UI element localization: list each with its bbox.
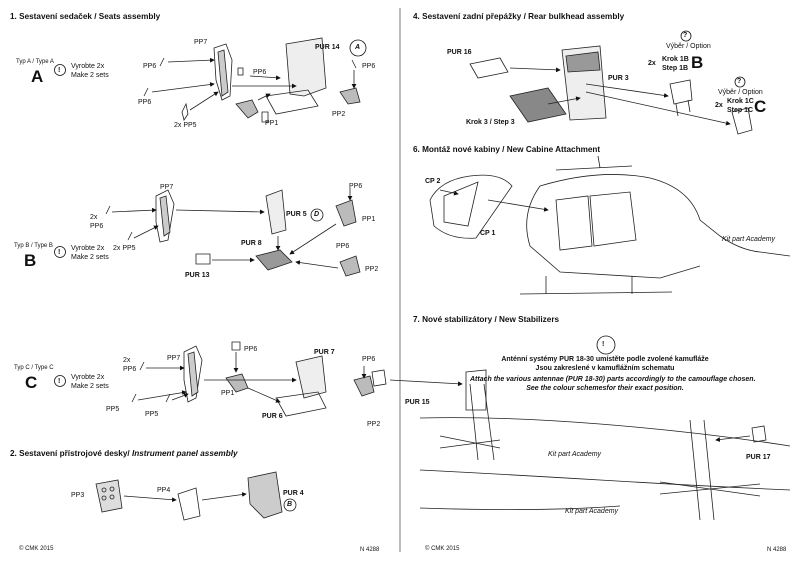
label-2x: 2x xyxy=(90,214,98,221)
seat-b-drawing xyxy=(105,188,361,277)
footer-copyright-right: © CMK 2015 xyxy=(425,546,460,552)
option-label-b: Výběr / Option xyxy=(666,43,711,50)
label-pp6: PP6 xyxy=(362,356,376,363)
label-pp6: PP6 xyxy=(336,243,350,250)
rear-bulkhead-drawing xyxy=(469,45,753,135)
footer-number-left: N 4288 xyxy=(360,547,380,553)
label-pp2: PP2 xyxy=(365,266,379,273)
label-pur3: PUR 3 xyxy=(608,75,629,82)
label-pp7: PP7 xyxy=(194,39,208,46)
label-pp6: PP6 xyxy=(349,183,363,190)
label-pur14: PUR 14 xyxy=(315,44,340,51)
label-pp2: PP2 xyxy=(332,111,346,118)
label-pp5: PP5 xyxy=(106,406,120,413)
footer-copyright-left: © CMK 2015 xyxy=(19,546,54,552)
kit-part-label: Kit part Academy xyxy=(565,508,619,515)
label-pur17: PUR 17 xyxy=(746,454,771,461)
label-pp6: PP6 xyxy=(138,99,152,106)
type-a-make-en: Make 2 sets xyxy=(71,72,109,79)
label-pp3: PP3 xyxy=(71,492,85,499)
label-pur16: PUR 16 xyxy=(447,49,472,56)
type-b-make-cz: Vyrobte 2x xyxy=(71,245,105,252)
antenna-note-cz-1: Anténní systémy PUR 18-30 umístěte podle… xyxy=(501,356,709,363)
label-pp6: PP6 xyxy=(90,223,104,230)
question-icon: ? xyxy=(737,78,742,85)
label-pp1: PP1 xyxy=(362,216,376,223)
label-pur5: PUR 5 xyxy=(286,211,307,218)
option-letter-c: C xyxy=(754,97,767,116)
type-c-make-en: Make 2 sets xyxy=(71,383,109,390)
label-pur4: PUR 4 xyxy=(283,490,304,497)
antenna-note-en-2: See the colour schemesfor their exact po… xyxy=(526,385,684,392)
antenna-note-en-1: Attach the various antennae (PUR 18-30) … xyxy=(470,376,756,383)
circle-d-icon: D xyxy=(314,211,320,218)
type-a-label: Typ A / Type A xyxy=(16,59,54,65)
label-pp6: PP6 xyxy=(143,63,157,70)
label-2x-pp5: 2x PP5 xyxy=(113,245,136,252)
label-pp7: PP7 xyxy=(167,355,181,362)
seat-c-drawing xyxy=(131,341,375,417)
footer-number-right: N 4288 xyxy=(767,547,787,553)
label-pp1: PP1 xyxy=(221,390,235,397)
label-step1b: Step 1B xyxy=(662,65,689,72)
label-pur6: PUR 6 xyxy=(262,413,283,420)
label-pp6: PP6 xyxy=(123,366,137,373)
exclamation-icon: ! xyxy=(602,341,605,348)
label-pp6: PP6 xyxy=(253,69,267,76)
label-pur8: PUR 8 xyxy=(241,240,262,247)
section-7-title: 7. Nové stabilizátory / New Stabilizers xyxy=(413,315,560,324)
type-b-make-en: Make 2 sets xyxy=(71,254,109,261)
label-krok1b: Krok 1B xyxy=(662,56,689,63)
label-pp2: PP2 xyxy=(367,421,381,428)
type-a-make-cz: Vyrobte 2x xyxy=(71,63,105,70)
label-pp4: PP4 xyxy=(157,487,171,494)
label-pp7: PP7 xyxy=(160,184,174,191)
label-2x-pp5: 2x PP5 xyxy=(174,122,197,129)
label-pur15: PUR 15 xyxy=(405,399,430,406)
label-cp1: CP 1 xyxy=(480,230,496,237)
label-pp6: PP6 xyxy=(362,63,376,70)
label-pp5: PP5 xyxy=(145,411,159,418)
seat-a-drawing xyxy=(143,37,361,123)
kit-part-label: Kit part Academy xyxy=(722,236,776,243)
type-c-label: Typ C / Type C xyxy=(14,365,54,371)
type-b-label: Typ B / Type B xyxy=(14,243,53,249)
label-2x-b: 2x xyxy=(648,60,656,67)
label-2x-c: 2x xyxy=(715,102,723,109)
section-2-title-cz: 2. Sestavení přístrojové desky/ xyxy=(10,449,130,458)
label-pur13: PUR 13 xyxy=(185,272,210,279)
circle-a-icon: A xyxy=(355,44,361,51)
option-label-c: Výběr / Option xyxy=(718,89,763,96)
section-6-title: 6. Montáž nové kabiny / New Cabine Attac… xyxy=(413,145,601,154)
type-a-letter: A xyxy=(31,67,44,86)
option-letter-b: B xyxy=(691,53,704,72)
label-cp2: CP 2 xyxy=(425,178,441,185)
cabin-drawing xyxy=(429,155,791,295)
type-c-make-cz: Vyrobte 2x xyxy=(71,374,105,381)
section-2-title: 2. Sestavení přístrojové desky/ Instrume… xyxy=(10,449,238,458)
type-b-letter: B xyxy=(24,251,37,270)
label-step3: Krok 3 / Step 3 xyxy=(466,119,515,126)
antenna-note-cz-2: Jsou zakreslené v kamuflážním schematu xyxy=(535,365,675,372)
instrument-panel-drawing xyxy=(95,471,283,521)
type-c-letter: C xyxy=(25,373,38,392)
label-step1c: Step 1C xyxy=(727,107,754,114)
question-icon: ? xyxy=(683,32,688,39)
exclamation-icon: ! xyxy=(58,67,61,74)
stabilizers-drawing xyxy=(371,369,791,521)
label-pur7: PUR 7 xyxy=(314,349,335,356)
kit-part-label: Kit part Academy xyxy=(548,451,602,458)
section-4-title: 4. Sestavení zadní přepážky / Rear bulkh… xyxy=(413,12,625,21)
label-krok1c: Krok 1C xyxy=(727,98,754,105)
section-2-title-en: Instrument panel assembly xyxy=(131,449,238,458)
section-1-title: 1. Sestavení sedaček / Seats assembly xyxy=(10,12,161,21)
label-2x: 2x xyxy=(123,357,131,364)
label-pp1: PP1 xyxy=(265,120,279,127)
exclamation-icon: ! xyxy=(58,378,61,385)
label-pp6: PP6 xyxy=(244,346,258,353)
circle-b-icon: B xyxy=(287,501,293,508)
exclamation-icon: ! xyxy=(58,249,61,256)
